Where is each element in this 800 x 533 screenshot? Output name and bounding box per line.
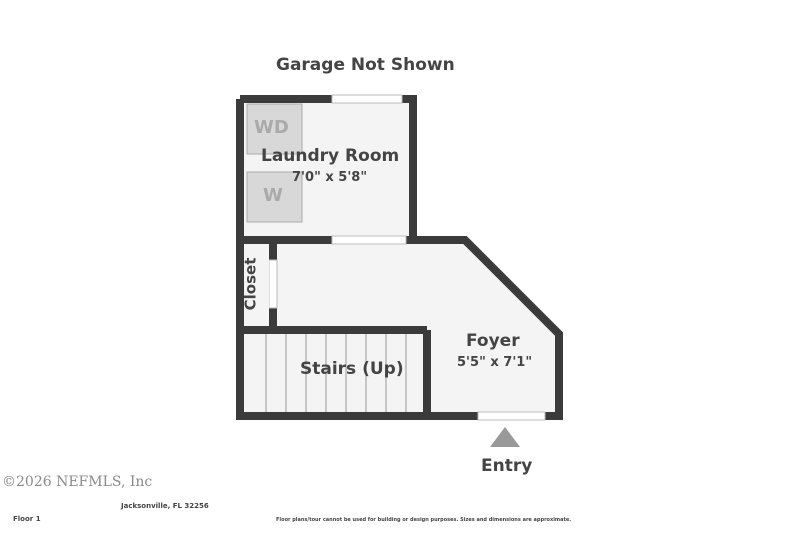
- foyer-name: Foyer: [466, 331, 520, 351]
- wd-label: WD: [254, 117, 289, 138]
- laundry-window: [331, 94, 403, 104]
- entry-arrow-icon: [490, 427, 520, 447]
- stairs: [265, 334, 407, 412]
- w-label: W: [263, 185, 283, 206]
- foyer-size: 5'5" x 7'1": [457, 355, 533, 370]
- entry-door[interactable]: [477, 411, 546, 421]
- disclaimer: Floor plans/tour cannot be used for buil…: [276, 517, 572, 523]
- address: Jacksonville, FL 32256: [121, 502, 209, 510]
- floor-label: Floor 1: [13, 515, 41, 523]
- closet-label: Closet: [241, 257, 260, 311]
- laundry-room-name: Laundry Room: [261, 146, 400, 166]
- entry-label: Entry: [481, 456, 533, 476]
- floor-area: [240, 99, 559, 416]
- garage-note: Garage Not Shown: [276, 55, 455, 75]
- washer-dryer-fixture: [246, 103, 303, 155]
- watermark: ©2026 NEFMLS, Inc: [2, 474, 153, 490]
- washer-fixture: [246, 171, 303, 223]
- stairs-label: Stairs (Up): [300, 359, 404, 379]
- closet-door[interactable]: [268, 259, 278, 309]
- closet-area: [244, 244, 269, 326]
- laundry-room-size: 7'0" x 5'8": [292, 170, 368, 185]
- laundry-door[interactable]: [331, 235, 407, 245]
